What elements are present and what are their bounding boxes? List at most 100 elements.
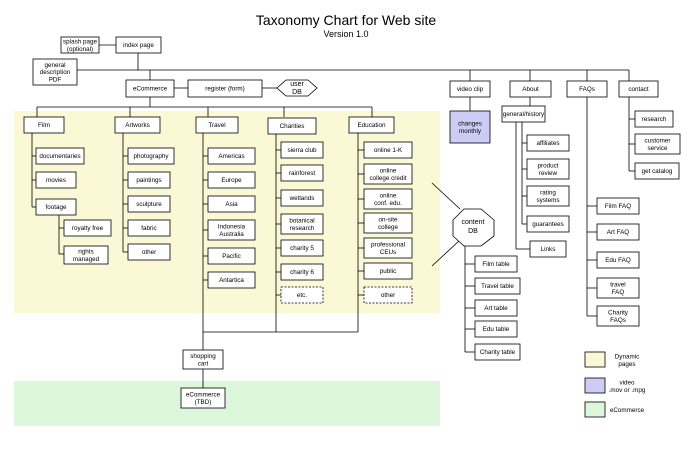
general-box xyxy=(32,58,78,86)
pacific-label: Pacific xyxy=(222,253,241,260)
charity5-box xyxy=(280,239,324,257)
node-contact: contact xyxy=(618,80,659,98)
charity-table-box xyxy=(474,343,521,361)
node-get-catalog: get catalog xyxy=(634,162,680,180)
product-review-label: product xyxy=(537,163,558,170)
indonesia-label: Australia xyxy=(219,231,244,238)
node-charities: Charities xyxy=(267,117,317,135)
indonesia-box xyxy=(207,219,256,241)
node-register: register (form) xyxy=(187,79,263,98)
node-research: research xyxy=(634,110,674,128)
fabric-label: fabric xyxy=(141,225,156,232)
general-history-label: general/history xyxy=(503,111,545,118)
changes-monthly-label: monthly xyxy=(459,128,482,135)
affiliates-label: affiliates xyxy=(537,140,560,147)
charities-box xyxy=(267,117,317,135)
node-sierra: sierra club xyxy=(280,141,324,159)
charity6-label: charity 6 xyxy=(290,269,314,276)
asia-label: Asia xyxy=(225,201,238,208)
user-db-hexagon xyxy=(276,79,318,97)
legend-swatch-dynamic xyxy=(584,351,606,368)
node-edu-faq: Edu FAQ xyxy=(596,251,640,269)
general-label: PDF xyxy=(49,77,62,84)
node-art-table: Art table xyxy=(474,299,518,317)
edu-table-box xyxy=(474,320,518,338)
research-box xyxy=(634,110,674,128)
content-db-line: DB xyxy=(468,228,478,235)
node-paintings: paintings xyxy=(127,171,171,189)
documentaries-label: documentaries xyxy=(39,153,80,160)
shopping-cart-label: shopping xyxy=(190,353,216,360)
online-conf-label: online xyxy=(380,193,397,200)
onsite-label: on-site xyxy=(379,217,398,224)
version-label: Version 1.0 xyxy=(323,29,368,39)
sculpture-label: sculpture xyxy=(136,201,162,208)
online-k-label: online 1-K xyxy=(374,147,403,154)
ecommerce-region xyxy=(14,381,440,426)
node-online-k: online 1-K xyxy=(363,141,413,159)
guarantees-label: guarantees xyxy=(532,221,564,228)
travel-label: Travel xyxy=(208,122,225,129)
education-box xyxy=(348,116,395,134)
charity5-label: charity 5 xyxy=(290,245,314,252)
video-clip-box xyxy=(449,80,491,98)
ecommerce-tbd-label: eCommerce xyxy=(186,392,221,399)
sculpture-box xyxy=(127,195,171,213)
art-table-label: Art table xyxy=(484,305,508,312)
legend-swatch-video xyxy=(584,377,606,394)
charity-faqs-label: Charity xyxy=(608,310,629,317)
faqs-box xyxy=(566,80,608,98)
shopping-cart-box xyxy=(182,349,224,370)
node-travel-table: Travel table xyxy=(474,277,521,295)
node-rainforest: rainforest xyxy=(280,164,324,182)
rainforest-box xyxy=(280,164,324,182)
film-box xyxy=(23,116,65,134)
paintings-label: paintings xyxy=(136,177,161,184)
documentaries-box xyxy=(35,147,85,165)
node-art-faq: Art FAQ xyxy=(596,223,640,241)
user-db-line: user xyxy=(290,81,304,88)
sierra-label: sierra club xyxy=(287,147,317,154)
node-charity6: charity 6 xyxy=(280,263,324,281)
asia-box xyxy=(207,195,256,213)
node-about: About xyxy=(509,80,552,98)
node-europe: Europe xyxy=(207,171,256,189)
royalty-free-label: royalty free xyxy=(72,225,104,232)
node-affiliates: affiliates xyxy=(526,134,570,152)
footage-box xyxy=(35,198,77,216)
node-charity-table: Charity table xyxy=(474,343,521,361)
charity-table-label: Charity table xyxy=(480,349,516,356)
antartica-box xyxy=(207,271,256,289)
indonesia-label: Indonesia xyxy=(218,224,246,231)
about-box xyxy=(509,80,552,98)
wetlands-box xyxy=(280,189,324,207)
node-film: Film xyxy=(23,116,65,134)
public-label: public xyxy=(380,268,396,275)
general-history-box xyxy=(501,105,546,123)
film-faq-box xyxy=(596,197,640,215)
travel-table-label: Travel table xyxy=(481,283,514,290)
movies-box xyxy=(35,171,77,189)
online-college-label: college credit xyxy=(369,175,406,182)
edu-other-label: other xyxy=(381,292,395,299)
travel-faq-box xyxy=(596,277,640,299)
rainforest-label: rainforest xyxy=(289,170,315,177)
ecommerce-label: eCommerce xyxy=(133,86,168,93)
artworks-box xyxy=(114,116,161,134)
node-wetlands: wetlands xyxy=(280,189,324,207)
movies-label: movies xyxy=(46,177,66,184)
node-education: Education xyxy=(348,116,395,134)
pacific-box xyxy=(207,247,256,265)
nodes: splash page(optional)index pagegeneralde… xyxy=(23,36,681,409)
ecommerce-tbd-label: (TBD) xyxy=(195,399,212,406)
etc-label: etc. xyxy=(297,292,307,299)
contact-label: contact xyxy=(628,86,649,93)
